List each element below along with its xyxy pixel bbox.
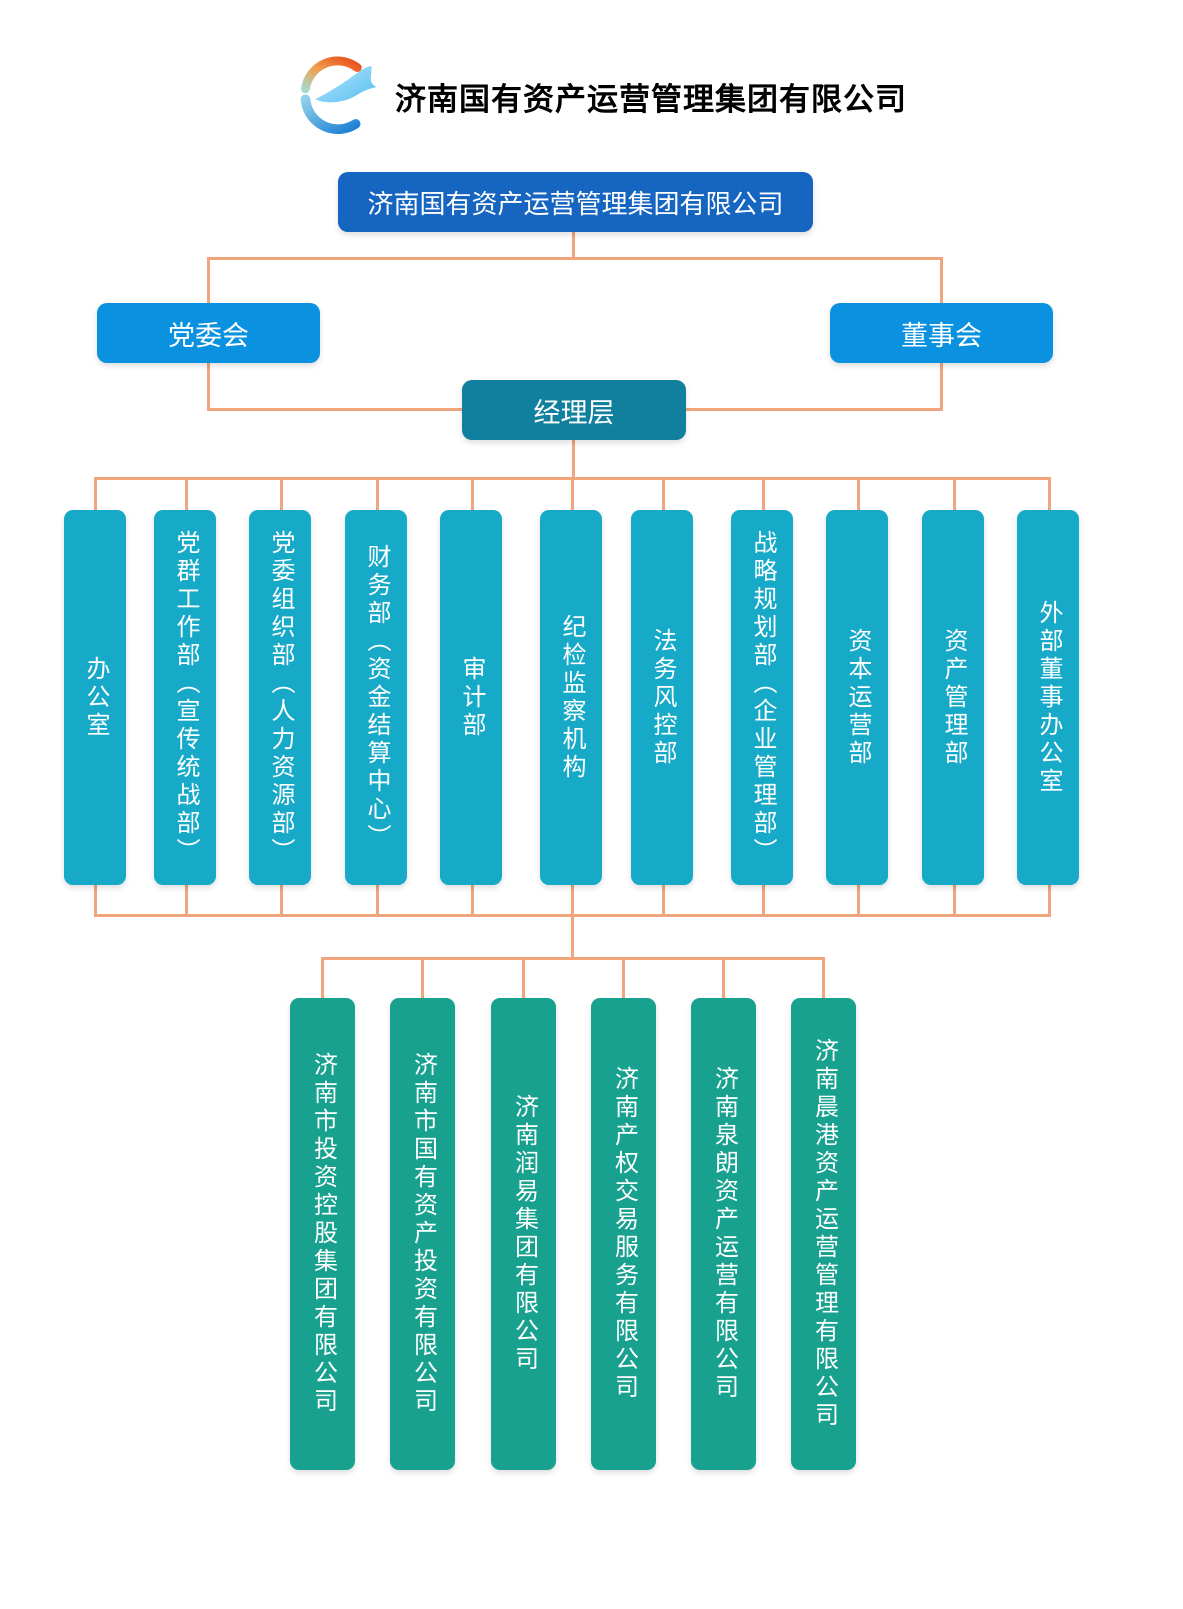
node-label: 办公室: [82, 655, 109, 740]
node-department: 办公室: [64, 510, 126, 885]
connector-dept-stub: [1048, 880, 1051, 917]
node-label: 济南国有资产运营管理集团有限公司: [367, 188, 784, 219]
connector-dept-stub: [94, 880, 97, 917]
connector-dept-drop: [1048, 477, 1051, 513]
node-department: 党群工作部（宣传统战部）: [154, 510, 216, 885]
company-logo-icon: [300, 56, 377, 134]
node-department: 法务风控部: [631, 510, 693, 885]
node-management-layer: 经理层: [462, 380, 686, 440]
node-label: 资产管理部: [940, 627, 967, 768]
connector-dept-drop: [662, 477, 665, 513]
node-label: 济南润易集团有限公司: [510, 1094, 538, 1374]
node-department: 党委组织部（人力资源部）: [249, 510, 311, 885]
node-subsidiary: 济南润易集团有限公司: [491, 998, 556, 1470]
node-label: 济南市国有资产投资有限公司: [409, 1052, 437, 1416]
connector-dept-stub: [471, 880, 474, 917]
connector-sub-drop: [822, 957, 825, 1001]
node-label: 战略规划部（企业管理部）: [749, 529, 776, 866]
node-label: 审计部: [458, 655, 485, 740]
node-label: 财务部（资金结算中心）: [363, 543, 390, 852]
node-subsidiary: 济南泉朗资产运营有限公司: [691, 998, 756, 1470]
connector-sub-drop: [722, 957, 725, 1001]
connector-dept-stub: [953, 880, 956, 917]
connector-dept-stub: [280, 880, 283, 917]
node-party-committee: 党委会: [97, 303, 320, 363]
node-group-root: 济南国有资产运营管理集团有限公司: [338, 172, 813, 232]
node-subsidiary: 济南产权交易服务有限公司: [591, 998, 656, 1470]
node-department: 审计部: [440, 510, 502, 885]
connector-dept-drop: [857, 477, 860, 513]
connector-sub-drop: [421, 957, 424, 1001]
connector-dept-stub: [376, 880, 379, 917]
node-department: 资产管理部: [922, 510, 984, 885]
connector-dept-drop: [185, 477, 188, 513]
node-board-of-directors: 董事会: [830, 303, 1053, 363]
connector-root-stub: [572, 232, 575, 260]
node-label: 党群工作部（宣传统战部）: [172, 529, 199, 866]
page-title: 济南国有资产运营管理集团有限公司: [395, 82, 907, 117]
node-label: 党委会: [168, 320, 249, 351]
node-department: 外部董事办公室: [1017, 510, 1079, 885]
node-department: 战略规划部（企业管理部）: [731, 510, 793, 885]
connector-dept-drop: [953, 477, 956, 513]
node-label: 法务风控部: [649, 627, 676, 768]
node-label: 济南市投资控股集团有限公司: [309, 1052, 337, 1416]
node-label: 资本运营部: [844, 627, 871, 768]
connector-sub-drop: [321, 957, 324, 1001]
connector-management-stub: [572, 440, 575, 480]
connector-dept-stub: [762, 880, 765, 917]
node-label: 纪检监察机构: [558, 613, 585, 782]
node-department: 资本运营部: [826, 510, 888, 885]
node-label: 济南产权交易服务有限公司: [610, 1066, 638, 1402]
connector-dept-drop: [94, 477, 97, 513]
node-label: 济南泉朗资产运营有限公司: [710, 1066, 738, 1402]
connector-dept-drop: [280, 477, 283, 513]
node-department: 纪检监察机构: [540, 510, 602, 885]
node-label: 外部董事办公室: [1035, 599, 1062, 796]
node-label: 董事会: [901, 320, 982, 351]
connector-dept-stub: [571, 880, 574, 917]
connector-governance-bus: [207, 257, 943, 260]
node-label: 经理层: [533, 397, 615, 428]
node-subsidiary: 济南市投资控股集团有限公司: [290, 998, 355, 1470]
node-subsidiary: 济南市国有资产投资有限公司: [390, 998, 455, 1470]
node-department: 财务部（资金结算中心）: [345, 510, 407, 885]
connector-dept-drop: [762, 477, 765, 513]
connector-center-drop: [571, 914, 574, 960]
connector-dept-drop: [376, 477, 379, 513]
connector-dept-drop: [471, 477, 474, 513]
connector-dept-stub: [857, 880, 860, 917]
connector-dept-stub: [185, 880, 188, 917]
node-label: 党委组织部（人力资源部）: [267, 529, 294, 866]
node-subsidiary: 济南晨港资产运营管理有限公司: [791, 998, 856, 1470]
connector-subsidiary-bus: [321, 957, 825, 960]
connector-sub-drop: [522, 957, 525, 1001]
connector-dept-stub: [662, 880, 665, 917]
node-label: 济南晨港资产运营管理有限公司: [810, 1038, 838, 1430]
connector-sub-drop: [622, 957, 625, 1001]
connector-dept-drop: [571, 477, 574, 513]
